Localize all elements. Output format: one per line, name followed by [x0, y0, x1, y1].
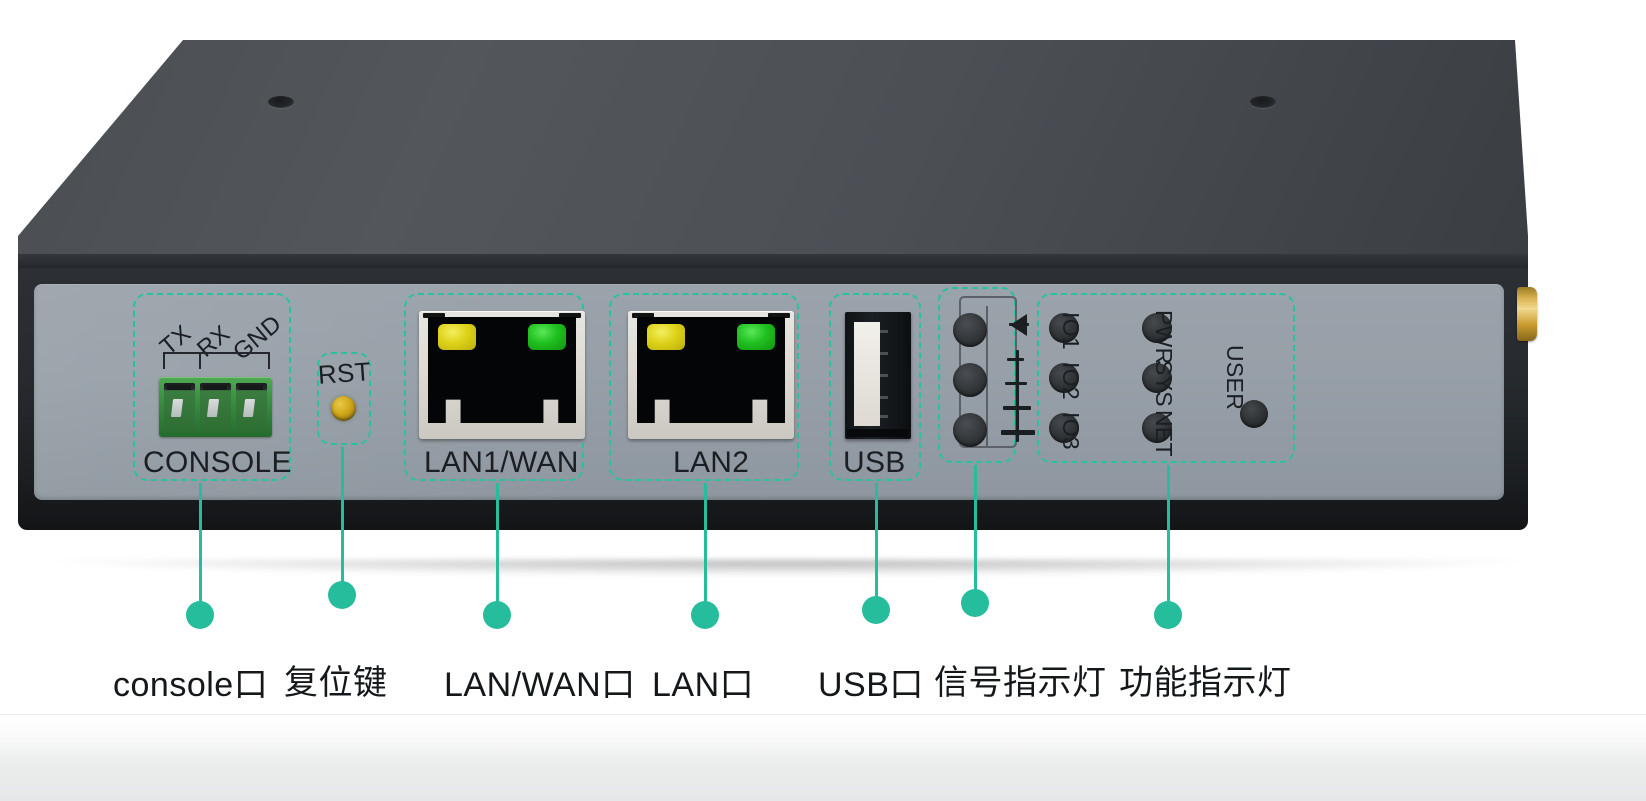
- floor-backdrop: [0, 715, 1646, 801]
- leader-dot-function: [1154, 601, 1182, 629]
- leader-dot-lan: [691, 601, 719, 629]
- console-terminal-screw-tx: [167, 385, 191, 390]
- usb-jack[interactable]: [845, 312, 911, 439]
- leader-line-reset: [341, 447, 344, 588]
- lan1-wan-jack[interactable]: [419, 311, 585, 439]
- leader-dot-signal: [961, 589, 989, 617]
- user-button-label: USER: [1222, 345, 1248, 411]
- status-label-io1: IO1: [1058, 312, 1084, 350]
- caption-signal: 信号指示灯: [934, 664, 1107, 702]
- antenna-signal-icon: [1000, 310, 1044, 450]
- status-label-io2: IO2: [1058, 362, 1084, 400]
- lan2-notch-left: [632, 313, 654, 318]
- usb-pin-1: [880, 330, 888, 333]
- console-terminal-screw-rx: [203, 385, 227, 390]
- console-label: CONSOLE: [143, 446, 292, 479]
- leader-line-lanwan: [496, 483, 499, 608]
- leader-dot-lanwan: [483, 601, 511, 629]
- signal-led-3: [953, 413, 987, 447]
- usb-label: USB: [843, 446, 906, 479]
- user-button[interactable]: [1240, 400, 1268, 428]
- callout-box-reset: [317, 352, 371, 445]
- caption-function: 功能指示灯: [1119, 664, 1292, 702]
- usb-tongue: [854, 322, 880, 426]
- console-pin-tick-1: [199, 352, 201, 369]
- screw-right: [1250, 96, 1276, 108]
- lan1-led-green: [528, 324, 566, 350]
- console-terminal-screw-gnd: [239, 385, 263, 390]
- caption-console: console口: [113, 666, 269, 704]
- chassis-top-face: [18, 40, 1528, 272]
- leader-line-function: [1167, 465, 1170, 608]
- lan1-notch-right: [559, 313, 581, 318]
- callout-box-console: [133, 293, 291, 481]
- status-label-pwr: PWR: [1151, 310, 1177, 365]
- caption-lan: LAN口: [652, 666, 755, 704]
- callout-box-status: [1037, 293, 1295, 463]
- leader-line-console: [199, 483, 202, 608]
- status-led-sys: [1142, 363, 1172, 393]
- leader-line-signal: [974, 465, 977, 595]
- console-pin-bracket: [163, 352, 270, 369]
- signal-stem: [986, 306, 988, 446]
- status-led-io3: [1049, 413, 1079, 443]
- status-label-sys: SYS: [1151, 360, 1177, 407]
- status-led-pwr: [1142, 313, 1172, 343]
- caption-lanwan: LAN/WAN口: [444, 666, 636, 704]
- usb-pin-2: [880, 352, 888, 355]
- lan1-notch-left: [423, 313, 445, 318]
- lan2-led-green: [737, 324, 775, 350]
- console-terminal-slot-rx: [206, 399, 220, 417]
- usb-pin-row: [880, 330, 888, 418]
- console-terminal-slot-gnd: [242, 399, 256, 417]
- sma-antenna-connector: [1517, 287, 1537, 341]
- lan1-wan-label: LAN1/WAN: [424, 446, 579, 479]
- reset-label: RST: [316, 356, 372, 390]
- signal-led-2: [953, 363, 987, 397]
- console-terminal-cell-tx: [164, 383, 195, 431]
- lan2-jack[interactable]: [628, 311, 794, 439]
- leader-dot-reset: [328, 581, 356, 609]
- usb-pin-3: [880, 374, 888, 377]
- lan2-notch-right: [768, 313, 790, 318]
- device-drop-shadow: [48, 560, 1528, 576]
- usb-pin-5: [880, 415, 888, 418]
- usb-pin-4: [880, 396, 888, 399]
- callout-box-lan2: [609, 293, 799, 481]
- console-terminal-block[interactable]: [159, 377, 272, 437]
- usb-bottom-lip: [847, 429, 909, 437]
- status-led-net: [1142, 413, 1172, 443]
- console-terminal-cell-rx: [200, 383, 231, 431]
- reset-led[interactable]: [331, 396, 356, 421]
- lan2-label: LAN2: [673, 446, 750, 479]
- lan1-led-amber: [438, 324, 476, 350]
- signal-led-1: [953, 313, 987, 347]
- lan2-led-amber: [647, 324, 685, 350]
- console-terminal-cell-gnd: [236, 383, 267, 431]
- status-label-io3: IO3: [1058, 412, 1084, 450]
- leader-line-lan: [704, 483, 707, 608]
- caption-usb: USB口: [818, 666, 924, 704]
- status-led-io1: [1049, 313, 1079, 343]
- status-label-net: NET: [1151, 410, 1177, 457]
- caption-reset: 复位键: [284, 664, 388, 702]
- status-led-io2: [1049, 363, 1079, 393]
- leader-dot-usb: [862, 596, 890, 624]
- floor-horizon-line: [0, 714, 1646, 715]
- leader-line-usb: [875, 483, 878, 608]
- console-terminal-slot-tx: [170, 399, 184, 417]
- callout-box-usb: [829, 293, 921, 481]
- leader-dot-console: [186, 601, 214, 629]
- screw-left: [268, 96, 294, 108]
